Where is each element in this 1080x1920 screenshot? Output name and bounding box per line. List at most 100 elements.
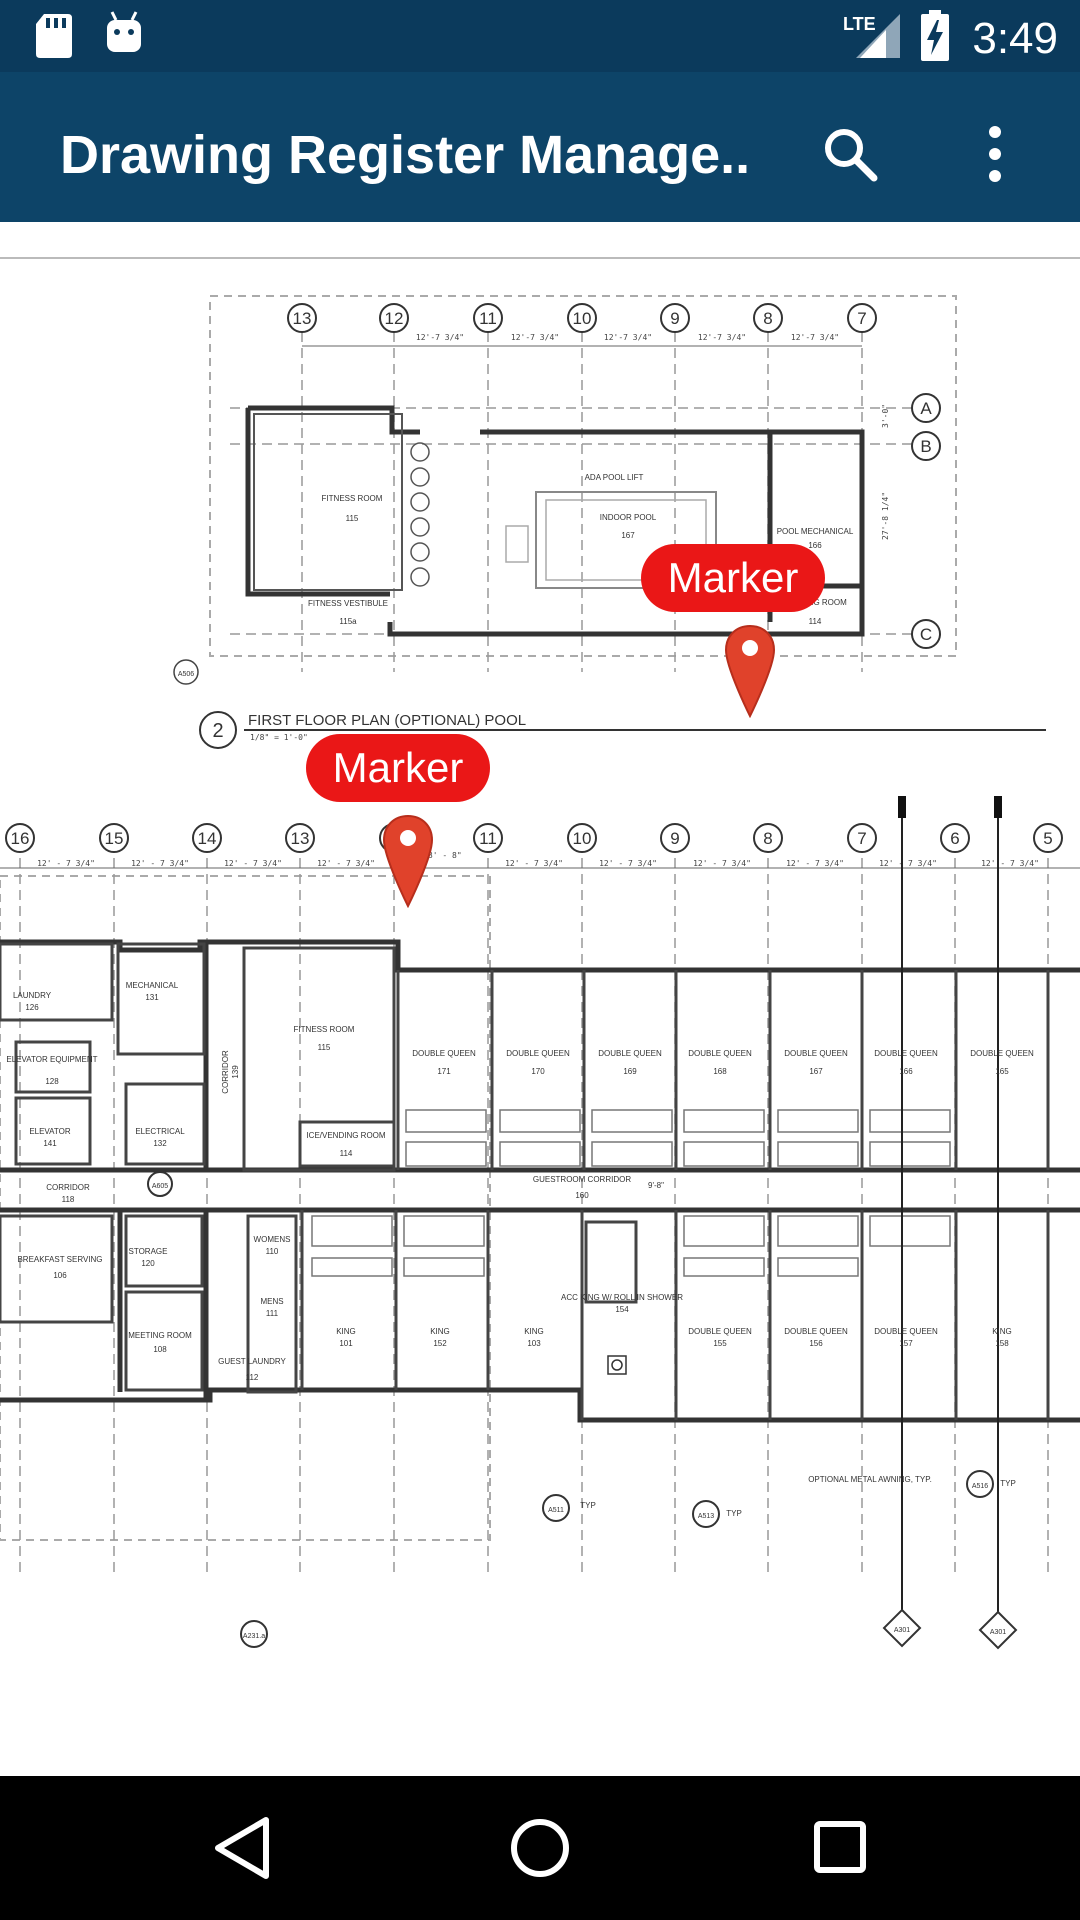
room-number: 111 <box>266 1309 279 1318</box>
room-number: 101 <box>339 1339 353 1348</box>
room-label: MEETING ROOM <box>128 1331 192 1340</box>
room-label: DOUBLE QUEEN <box>412 1049 476 1058</box>
dimension-label: 12'-7 3/4" <box>511 333 559 342</box>
dimension-label: 12' - 7 3/4" <box>879 859 937 868</box>
dimension-label: 12' - 7 3/4" <box>131 859 189 868</box>
svg-text:LTE: LTE <box>843 14 876 34</box>
room-number: 114 <box>809 617 822 626</box>
sd-card-icon <box>36 14 72 58</box>
room-label: LAUNDRY <box>13 991 52 1000</box>
plan-annotation: TYP <box>1000 1479 1016 1488</box>
room-label: KING <box>336 1327 356 1336</box>
room-label: MENS <box>260 1297 283 1306</box>
grid-label: 10 <box>573 829 592 848</box>
grid-label: 10 <box>573 309 592 328</box>
corridor-label: GUESTROOM CORRIDOR <box>533 1175 631 1184</box>
section-ref: A231.a <box>243 1633 265 1640</box>
room-label: ELEVATOR EQUIPMENT <box>6 1055 97 1064</box>
dimension-label: 12'-7 3/4" <box>416 333 464 342</box>
room-label: KING <box>992 1327 1012 1336</box>
room-label: DOUBLE QUEEN <box>688 1049 752 1058</box>
dimension-label: 12' - 7 3/4" <box>37 859 95 868</box>
room-number: 168 <box>713 1067 727 1076</box>
dimension-label: 233' - 8" <box>418 851 461 860</box>
room-label: DOUBLE QUEEN <box>598 1049 662 1058</box>
room-number: 167 <box>621 531 635 540</box>
location-pin-icon[interactable] <box>724 624 776 718</box>
room-number: 128 <box>45 1077 59 1086</box>
room-label: CORRIDOR <box>46 1183 90 1192</box>
location-pin-icon[interactable] <box>382 814 434 908</box>
dimension-label: 12' - 7 3/4" <box>505 859 563 868</box>
section-ref: A301 <box>990 1629 1006 1636</box>
room-number: 126 <box>25 1003 39 1012</box>
dimension-label: 12'-7 3/4" <box>698 333 746 342</box>
section-ref: A511 <box>548 1507 564 1514</box>
grid-label: 12 <box>385 309 404 328</box>
room-label: ELEVATOR <box>29 1127 71 1136</box>
grid-label: 8 <box>763 309 772 328</box>
room-label: POOL MECHANICAL <box>777 527 854 536</box>
dimension-label: 12' - 7 3/4" <box>786 859 844 868</box>
room-label: DOUBLE QUEEN <box>874 1327 938 1336</box>
battery-charging-icon <box>921 10 949 61</box>
grid-label: 13 <box>293 309 312 328</box>
grid-label: A <box>920 399 932 418</box>
room-number: 166 <box>808 541 822 550</box>
room-number: 171 <box>437 1067 451 1076</box>
grid-label: 11 <box>479 829 497 848</box>
room-label: DOUBLE QUEEN <box>688 1327 752 1336</box>
marker-label[interactable]: Marker <box>306 734 490 802</box>
map-marker[interactable]: Marker <box>306 734 490 908</box>
status-time: 3:49 <box>972 14 1058 63</box>
home-icon[interactable] <box>510 1818 570 1878</box>
dimension-label: 12' - 7 3/4" <box>693 859 751 868</box>
grid-label: B <box>920 437 931 456</box>
room-label: GUEST LAUNDRY <box>218 1357 286 1366</box>
room-number: 165 <box>995 1067 1009 1076</box>
map-marker[interactable]: Marker <box>641 544 825 718</box>
room-number: 112 <box>246 1373 259 1382</box>
overflow-menu-icon[interactable] <box>980 124 1010 184</box>
room-label: WOMENS <box>254 1235 291 1244</box>
grid-label: C <box>920 625 932 644</box>
grid-label: 7 <box>857 309 866 328</box>
room-number: 114 <box>340 1149 353 1158</box>
room-label: INDOOR POOL <box>600 513 657 522</box>
marker-label[interactable]: Marker <box>641 544 825 612</box>
floor-plan-drawing[interactable]: 13 12 11 10 9 8 7 A B C 12'-7 3/4" 12'-7… <box>0 222 1080 1776</box>
recents-icon[interactable] <box>813 1820 867 1874</box>
room-label: DOUBLE QUEEN <box>970 1049 1034 1058</box>
room-label: DOUBLE QUEEN <box>874 1049 938 1058</box>
room-label: FITNESS VESTIBULE <box>308 599 388 608</box>
room-number: 157 <box>899 1339 913 1348</box>
room-number: 154 <box>615 1305 629 1314</box>
plan-annotation: ADA POOL LIFT <box>585 473 644 482</box>
grid-label: 8 <box>763 829 772 848</box>
room-number: 110 <box>266 1247 279 1256</box>
drawing-viewer[interactable]: 13 12 11 10 9 8 7 A B C 12'-7 3/4" 12'-7… <box>0 222 1080 1776</box>
room-label: DOUBLE QUEEN <box>784 1327 848 1336</box>
room-number: 166 <box>899 1067 913 1076</box>
dimension-label: 27'-8 1/4" <box>881 492 890 540</box>
navigation-bar <box>0 1776 1080 1920</box>
room-label: DOUBLE QUEEN <box>784 1049 848 1058</box>
room-number: 141 <box>43 1139 57 1148</box>
grid-label: 16 <box>11 829 30 848</box>
room-number: 167 <box>809 1067 823 1076</box>
back-icon[interactable] <box>212 1816 272 1880</box>
lte-signal-icon: LTE <box>843 14 900 58</box>
room-label: FITNESS ROOM <box>322 494 383 503</box>
dimension-label: 3'-0" <box>881 404 890 428</box>
status-bar: LTE 3:49 <box>0 0 1080 72</box>
plan-annotation: OPTIONAL METAL AWNING, TYP. <box>808 1475 932 1484</box>
room-number: 131 <box>145 993 159 1002</box>
drawing-number: 2 <box>212 720 223 742</box>
room-label: DOUBLE QUEEN <box>506 1049 570 1058</box>
grid-label: 9 <box>670 829 679 848</box>
room-number: 170 <box>531 1067 545 1076</box>
room-number: 156 <box>809 1339 823 1348</box>
room-number: 152 <box>433 1339 447 1348</box>
search-icon[interactable] <box>820 124 880 184</box>
room-label: KING <box>524 1327 544 1336</box>
